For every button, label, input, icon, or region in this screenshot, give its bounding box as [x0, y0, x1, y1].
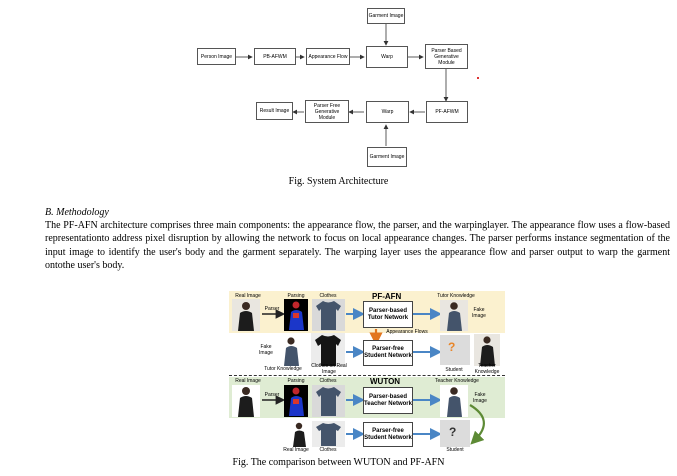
wuton-real-person	[232, 385, 260, 417]
warp-bottom-box: Warp	[366, 101, 409, 123]
wuton-question-mark: ?	[449, 425, 457, 439]
warp-bottom-label: Warp	[381, 109, 394, 115]
clothes-on-real-image	[311, 333, 345, 367]
pfafn-parsing-header: Parsing	[287, 293, 305, 299]
teacher-knowledge-header: Teacher Knowledge	[435, 378, 479, 384]
pf-afwm-label: PF-AFWM	[435, 109, 459, 115]
result-image-box: Result Image	[256, 102, 293, 120]
pfafn-fake-image-input-label: Fake Image	[259, 344, 273, 356]
parser-free-generative-module-box: Parser Free Generative Module	[305, 100, 349, 123]
parser-based-generative-module-box: Parser Based Generative Module	[425, 44, 468, 69]
garment-image-top-label: Garment Image	[368, 13, 404, 19]
pfafn-parsing-map	[284, 299, 308, 331]
wuton-fake-image-label: Fake Image	[473, 392, 487, 404]
warp-top-label: Warp	[381, 54, 393, 60]
pfafn-fake-person	[440, 300, 468, 331]
wuton-clothes-image	[312, 385, 345, 417]
result-image-label: Result Image	[259, 108, 290, 114]
parser-free-student-network-box-pfafn: Parser-free Student Network	[363, 340, 413, 366]
wuton-parsing-header: Parsing	[287, 378, 305, 384]
pfafn-title: PF-AFN	[372, 292, 402, 301]
garment-image-top-box: Garment Image	[367, 8, 405, 24]
methodology-paragraph: The PF-AFN architecture comprises three …	[45, 220, 670, 271]
parser-free-student-network-box-wuton: Parser-free Student Network	[363, 422, 413, 447]
tutor-knowledge-header: Tutor Knowledge	[437, 293, 475, 299]
person-image-box: Person Image	[197, 48, 236, 65]
wuton-clothes-bottom-image	[312, 421, 345, 447]
pb-afwm-label: PB-AFWM	[263, 53, 287, 60]
red-dot	[477, 77, 479, 79]
tutor-network-label: Parser-based Tutor Network	[367, 307, 409, 321]
parser-based-teacher-network-box: Parser-based Teacher Network	[363, 387, 413, 414]
wuton-clothes-bottom-label: Clothes	[319, 447, 337, 453]
wuton-real-input-person	[289, 421, 309, 447]
pfafn-parser-label: Parser	[264, 306, 280, 312]
person-image-label: Person Image	[200, 53, 233, 60]
appearance-flows-label: Appearance Flows	[386, 329, 428, 335]
pf-afwm-box: PF-AFWM	[426, 101, 468, 123]
pfafn-fake-image-label: Fake Image	[472, 307, 486, 319]
pfafn-real-image-header: Real Image	[235, 293, 261, 299]
teacher-network-label: Parser-based Teacher Network	[364, 393, 412, 407]
wuton-fake-person	[440, 385, 468, 417]
pb-afwm-box: PB-AFWM	[254, 48, 296, 65]
figure-caption-comparison: Fig. The comparison between WUTON and PF…	[232, 457, 445, 468]
wuton-clothes-header: Clothes	[319, 378, 337, 384]
pfafn-teacher-knowledge-person	[474, 334, 500, 366]
wuton-real-image-bottom-label: Real Image	[283, 447, 309, 453]
section-heading: B. Methodology	[45, 207, 109, 218]
appearance-flow-label: Appearance Flow	[308, 53, 348, 60]
wuton-parser-label: Parser	[264, 392, 280, 398]
tutor-knowledge-bottom-label: Tutor Knowledge	[264, 366, 302, 372]
pfafn-student-label: Student	[445, 367, 463, 373]
student-network-label-wuton: Parser-free Student Network	[364, 427, 412, 441]
clothes-on-real-image-label: Clothes on Real Image	[311, 363, 347, 375]
pfafn-fake-input-person	[279, 335, 303, 367]
garment-image-bottom-label: Garment Image	[369, 154, 405, 160]
pfafn-clothes-header: Clothes	[319, 293, 337, 299]
knowledge-distill-arrow	[469, 404, 485, 445]
figure-caption-architecture: Fig. System Architecture	[288, 176, 389, 187]
wuton-real-image-header: Real Image	[235, 378, 261, 384]
parser-free-generative-module-label: Parser Free Generative Module	[313, 102, 341, 121]
wuton-parsing-map	[284, 385, 308, 417]
wuton-student-label: Student	[446, 447, 464, 453]
parser-based-generative-module-label: Parser Based Generative Module	[431, 47, 462, 66]
pfafn-question-mark: ?	[448, 340, 456, 354]
wuton-student-output	[440, 420, 470, 447]
appearance-flow-box: Appearance Flow	[306, 48, 350, 65]
warp-top-box: Warp	[366, 46, 408, 68]
pfafn-student-output	[440, 335, 470, 365]
pfafn-real-person	[232, 299, 260, 331]
wuton-title: WUTON	[370, 377, 401, 386]
divider-line	[229, 375, 505, 376]
pfafn-clothes-image	[312, 299, 345, 331]
student-network-label-pfafn: Parser-free Student Network	[364, 346, 412, 359]
parser-based-tutor-network-box: Parser-based Tutor Network	[363, 301, 413, 328]
garment-image-bottom-box: Garment Image	[367, 147, 407, 167]
pfafn-teacher-knowledge-label: Teacher Knowledge	[474, 363, 500, 375]
